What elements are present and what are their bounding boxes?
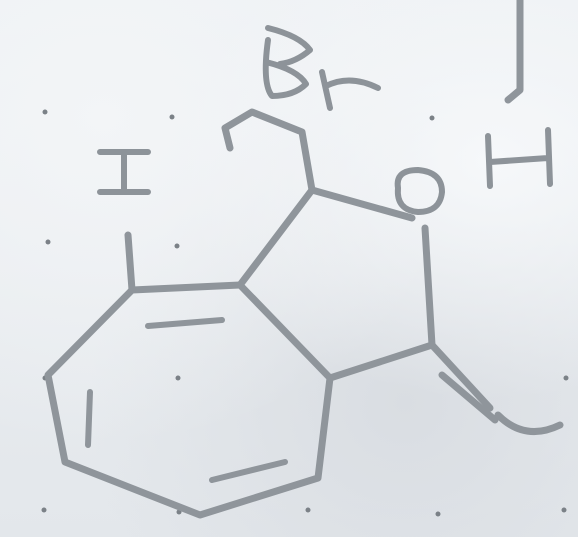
ring-double-bond-bottom [209, 459, 288, 483]
ring-double-bond-top [145, 317, 225, 329]
carbonyl-bond [428, 341, 494, 412]
bromine-label [262, 25, 381, 111]
iodine-label [97, 149, 151, 195]
ring-double-bond-left [85, 389, 93, 448]
hydrogen-bond-line [504, 0, 524, 104]
grid-dots [41, 109, 569, 517]
hydrogen-label [485, 127, 553, 189]
seven-membered-ring [44, 281, 334, 519]
iodine-bond [124, 231, 136, 294]
bromomethyl-chain [221, 108, 316, 194]
carbonyl-second-bond [438, 371, 499, 424]
carbonyl-oxygen-stroke [494, 411, 564, 435]
five-membered-ring [236, 186, 436, 382]
oxygen-label [394, 167, 445, 215]
